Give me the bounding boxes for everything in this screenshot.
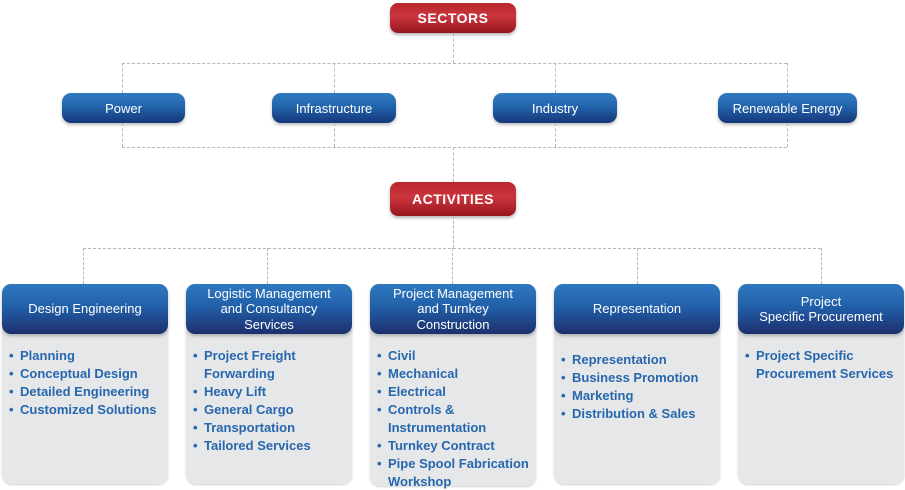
connector-stub-infrastructure [334,63,335,93]
bullet-item: Distribution & Sales [560,405,718,423]
sector-label-industry: Industry [531,100,579,116]
sector-label-renewable-energy: Renewable Energy [732,100,843,116]
connector-infrastructure-down [334,123,335,147]
bullet-item: Project Freight Forwarding [192,347,350,383]
bullet-item: Project Specific Procurement Services [744,347,902,383]
sector-label-power: Power [105,100,142,116]
bullet-list: Civil Mechanical Electrical Controls & I… [370,322,536,490]
bullet-list: Planning Conceptual Design Detailed Engi… [2,322,168,419]
bullet-item: Turnkey Contract [376,437,534,455]
bullet-item: Tailored Services [192,437,350,455]
column-body: Representation Business Promotion Market… [554,322,720,484]
sectors-label: SECTORS [417,10,489,26]
column-body: Project Freight Forwarding Heavy Lift Ge… [186,322,352,484]
column-body: Planning Conceptual Design Detailed Engi… [2,322,168,484]
column-header: Project Specific Procurement [738,284,904,334]
connector-stub-col-3 [452,248,453,284]
bullet-item: Customized Solutions [8,401,166,419]
connector-sectors-down [453,33,454,63]
sectors-node: SECTORS [390,3,516,33]
connector-activities-up [453,147,454,182]
connector-renewable-down [787,123,788,147]
connector-power-down [122,123,123,147]
bullet-item: Business Promotion [560,369,718,387]
column-design-engineering: Planning Conceptual Design Detailed Engi… [2,284,168,486]
connector-stub-col-4 [637,248,638,284]
bullet-item: Planning [8,347,166,365]
bullet-list: Representation Business Promotion Market… [554,322,720,423]
bullet-item: Conceptual Design [8,365,166,383]
connector-sectors-rail [122,63,787,64]
bullet-item: Mechanical [376,365,534,383]
bullet-list: Project Freight Forwarding Heavy Lift Ge… [186,322,352,455]
column-body: Project Specific Procurement Services [738,322,904,484]
bullet-item: General Cargo [192,401,350,419]
connector-stub-renewable [787,63,788,93]
bullet-item: Pipe Spool Fabrication Workshop [376,455,534,490]
bullet-item: Marketing [560,387,718,405]
bullet-item: Electrical [376,383,534,401]
column-project-specific-procurement: Project Specific Procurement Services Pr… [738,284,904,486]
bullet-item: Transportation [192,419,350,437]
sector-node-power: Power [62,93,185,123]
column-header: Representation [554,284,720,334]
sector-node-industry: Industry [493,93,617,123]
connector-stub-col-1 [83,248,84,284]
connector-stub-power [122,63,123,93]
sector-node-infrastructure: Infrastructure [272,93,396,123]
connector-stub-col-5 [821,248,822,284]
connector-activities-down [453,216,454,248]
connector-stub-industry [555,63,556,93]
column-representation: Representation Business Promotion Market… [554,284,720,486]
activities-label: ACTIVITIES [411,191,494,207]
bullet-item: Controls & Instrumentation [376,401,534,437]
column-project-management: Civil Mechanical Electrical Controls & I… [370,284,536,489]
column-body: Civil Mechanical Electrical Controls & I… [370,322,536,489]
bullet-list: Project Specific Procurement Services [738,322,904,383]
column-header: Project Management and Turnkey Construct… [370,284,536,334]
sector-node-renewable-energy: Renewable Energy [718,93,857,123]
bullet-item: Detailed Engineering [8,383,166,401]
bullet-item: Civil [376,347,534,365]
column-header: Design Engineering [2,284,168,334]
column-logistic-management: Project Freight Forwarding Heavy Lift Ge… [186,284,352,486]
column-header: Logistic Management and Consultancy Serv… [186,284,352,334]
bullet-item: Representation [560,351,718,369]
connector-stub-col-2 [267,248,268,284]
activities-node: ACTIVITIES [390,182,516,216]
sector-label-infrastructure: Infrastructure [295,100,373,116]
connector-merge-rail [122,147,787,148]
connector-industry-down [555,123,556,147]
bullet-item: Heavy Lift [192,383,350,401]
